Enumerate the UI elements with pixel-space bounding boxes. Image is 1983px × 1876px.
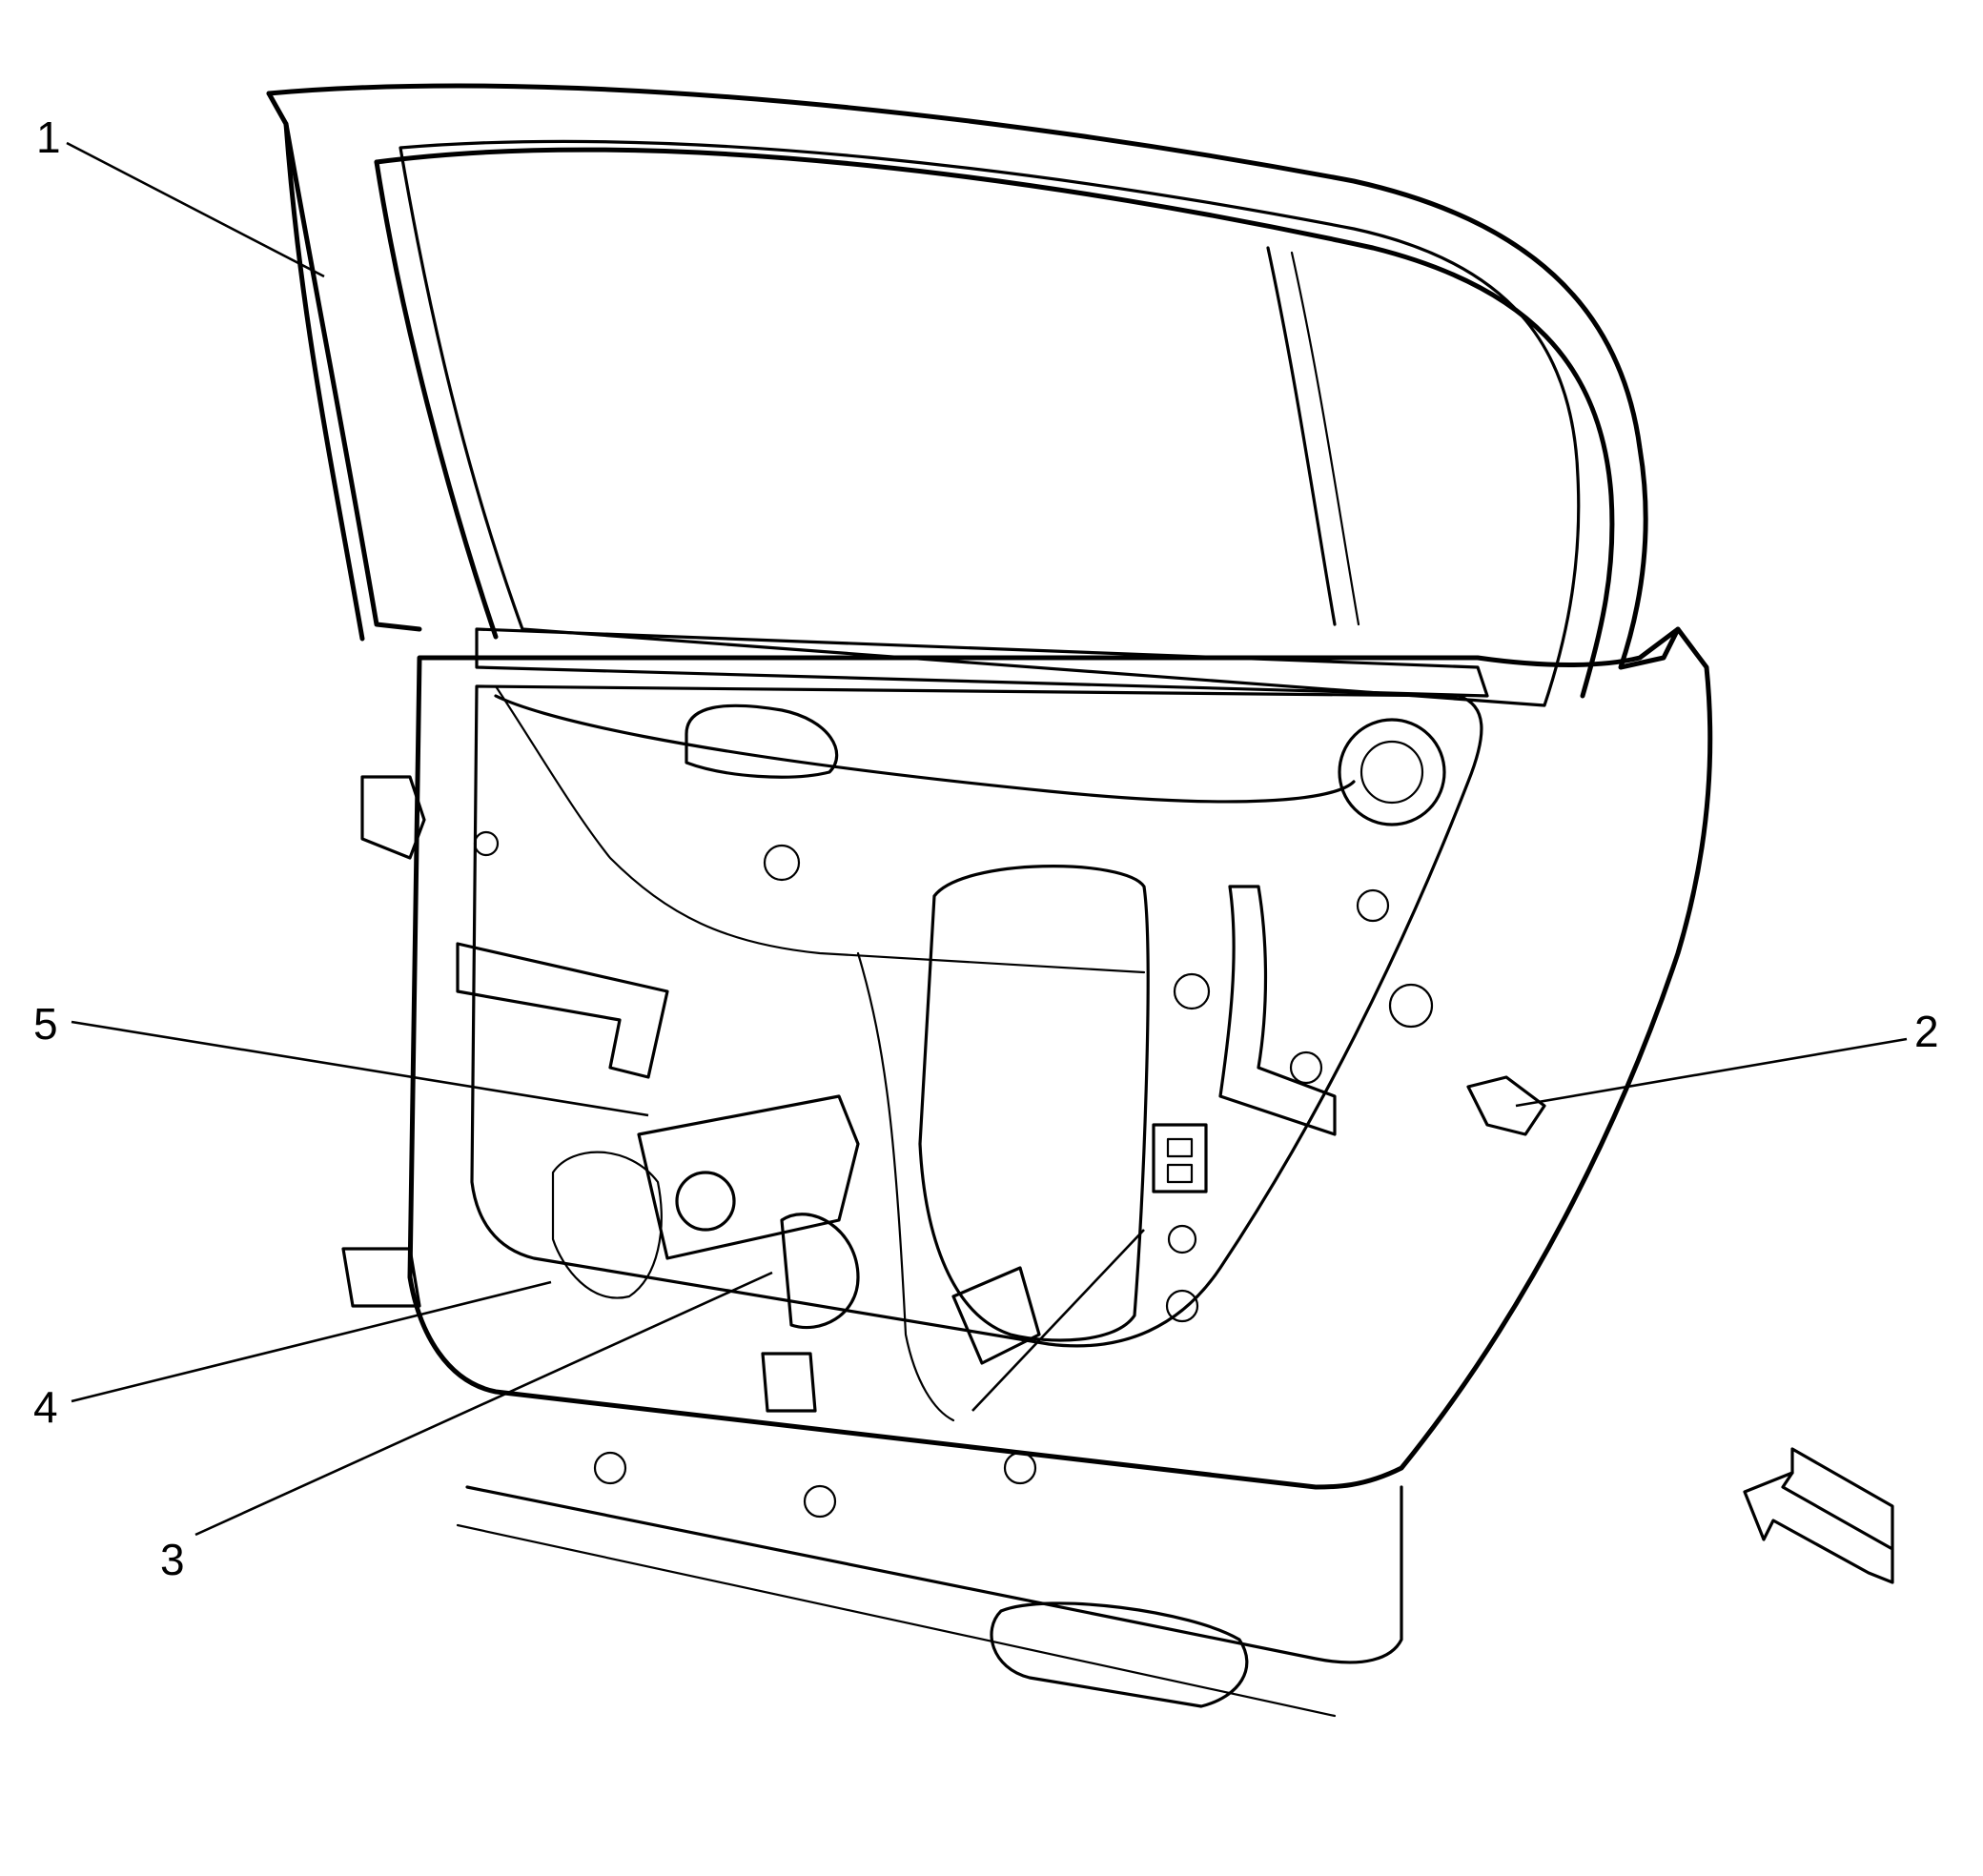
callout-2: 2	[1914, 1007, 1939, 1056]
leader-2	[1515, 1037, 1908, 1108]
leader-extra	[971, 1229, 1145, 1412]
leader-1	[66, 141, 325, 278]
view-direction-arrow-icon	[1743, 1447, 1894, 1584]
callout-3: 3	[160, 1535, 185, 1584]
door-inner-panel	[341, 626, 1713, 1718]
door-window-frame	[266, 83, 1681, 707]
callouts: 1 2 3 4 5	[33, 112, 1939, 1584]
callout-1: 1	[36, 112, 61, 162]
leader-4	[71, 1280, 552, 1403]
callout-4: 4	[33, 1382, 58, 1432]
leader-lines	[66, 141, 1908, 1537]
leader-5	[71, 1020, 649, 1117]
leader-3	[194, 1271, 773, 1537]
callout-5: 5	[33, 999, 58, 1049]
